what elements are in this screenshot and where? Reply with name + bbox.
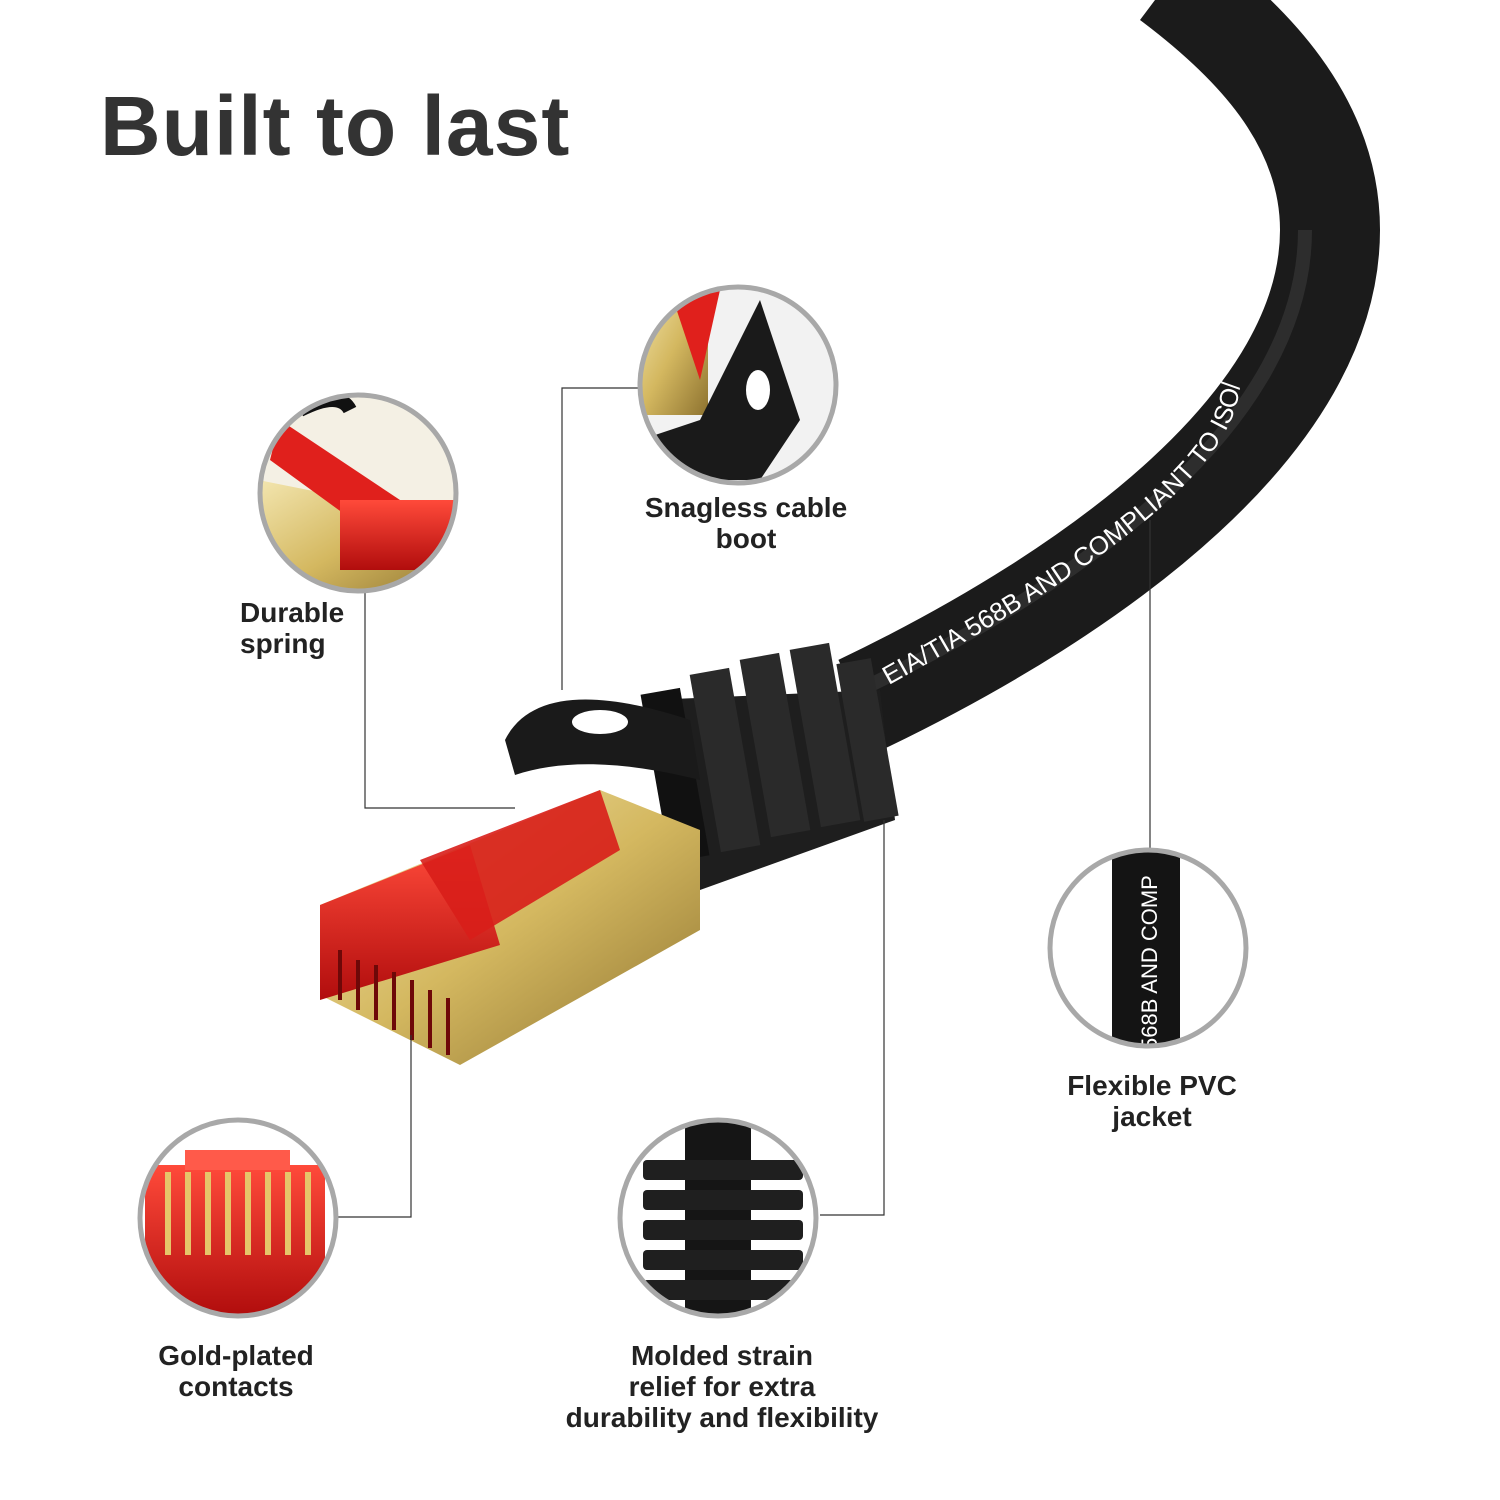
label-gold-contacts: Gold-plated contacts: [158, 1340, 314, 1402]
page-title: Built to last: [100, 79, 571, 173]
detail-snagless-boot: [637, 284, 839, 486]
label-snagless-boot: Snagless cable boot: [644, 492, 848, 554]
detail-strain-relief: [617, 1117, 819, 1319]
pvc-print-text: 568B AND COMP: [1137, 875, 1162, 1050]
rj45-connector: [320, 699, 700, 1065]
label-durable-spring: Durable spring: [240, 597, 345, 659]
label-strain-relief: Molded strain relief for extra durabilit…: [565, 1340, 879, 1433]
detail-pvc-jacket: 568B AND COMP: [1047, 847, 1249, 1050]
detail-durable-spring: [257, 392, 459, 594]
label-pvc-jacket: Flexible PVC jacket: [1067, 1070, 1237, 1132]
leader-lines: [338, 387, 1151, 1218]
detail-gold-contacts: [137, 1117, 339, 1319]
cable-print-text: EIA/TIA 568B AND COMPLIANT TO ISO/IEC110…: [0, 0, 1246, 690]
